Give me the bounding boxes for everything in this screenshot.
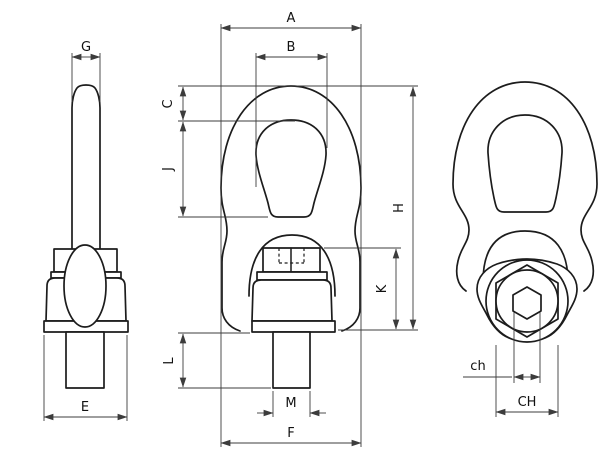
dim-label-a: A (287, 11, 296, 26)
dim-label-e: E (81, 400, 89, 415)
dim-A: A (220, 11, 362, 447)
dim-label-h: H (392, 203, 407, 213)
dim-label-ch-socket: ch (470, 359, 485, 374)
ring-shank-side (71, 84, 101, 255)
dim-label-ch-nut: CH (518, 395, 537, 410)
dim-ch: ch (463, 312, 541, 383)
side-view: G E (43, 40, 129, 421)
bow-opening-swivel-view (487, 114, 563, 213)
dim-label-k: K (375, 284, 390, 293)
flange-front (251, 320, 336, 333)
dim-label-g: G (81, 40, 91, 55)
swivel-view: ch CH (452, 81, 598, 417)
dim-label-m: M (285, 396, 296, 411)
dim-label-j: J (161, 167, 176, 172)
front-view: A B C J H (161, 11, 418, 447)
bushing-front (251, 279, 333, 322)
dim-F: F (220, 426, 362, 447)
threaded-stud-front (272, 331, 311, 389)
dim-B: B (255, 40, 328, 187)
dim-K: K (324, 247, 401, 330)
dim-E: E (43, 335, 128, 421)
dim-J: J (161, 121, 268, 218)
dim-label-b: B (287, 40, 296, 55)
dim-label-l: L (162, 357, 177, 365)
dim-M: M (257, 391, 326, 417)
dim-label-c: C (161, 99, 176, 108)
dim-C: C (161, 85, 418, 122)
dim-label-f: F (287, 426, 294, 441)
washer-front (256, 271, 328, 281)
hex-socket-front (512, 286, 542, 320)
dim-G: G (71, 40, 101, 102)
swivel-ring-side (63, 244, 107, 328)
bow-opening-front (255, 119, 327, 218)
threaded-stud-side (65, 331, 105, 389)
hex-socket-hidden (278, 248, 305, 264)
dim-H: H (338, 86, 418, 331)
dim-CH: CH (495, 345, 559, 417)
dim-L: L (162, 332, 271, 389)
